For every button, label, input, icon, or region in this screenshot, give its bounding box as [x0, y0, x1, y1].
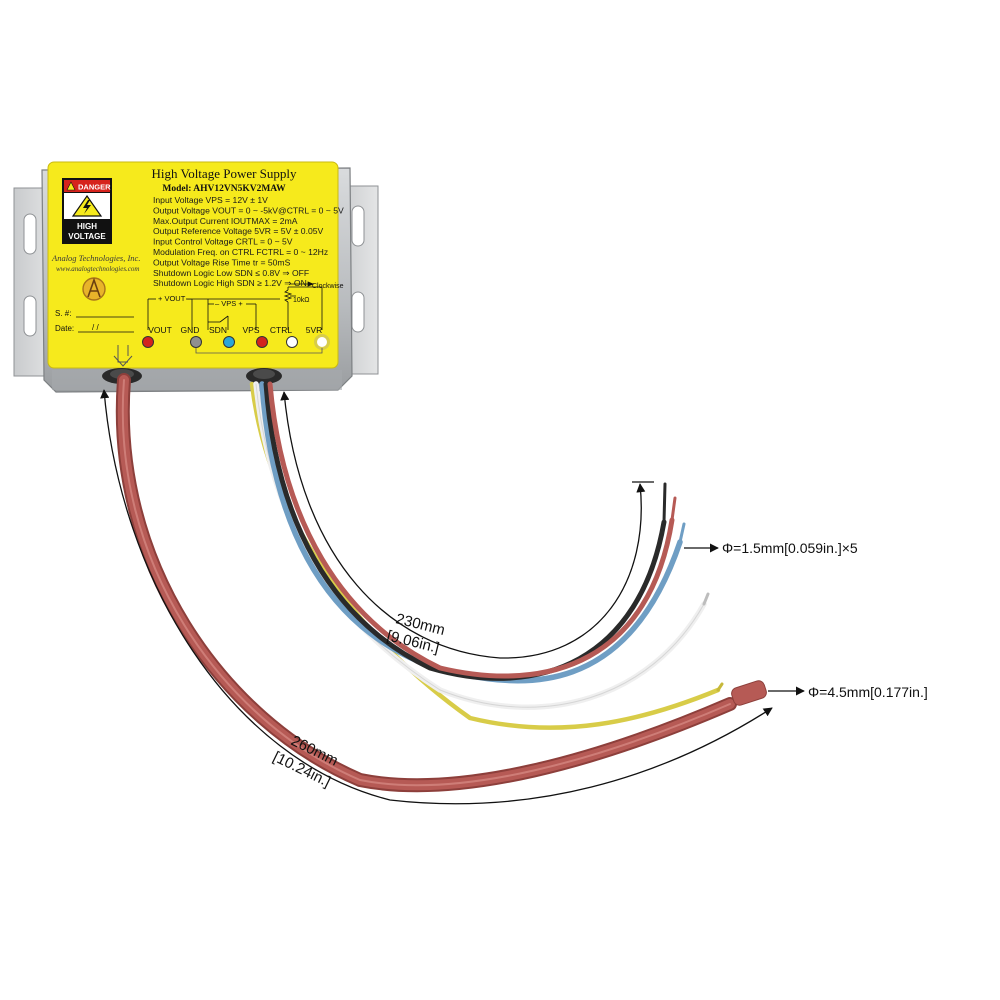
spec-line: Output Reference Voltage 5VR = 5V ± 0.05…	[153, 226, 324, 236]
spec-list: Input Voltage VPS = 12V ± 1V Output Volt…	[153, 195, 344, 288]
label-model: Model: AHV12VN5KV2MAW	[162, 184, 286, 194]
spec-line: Shutdown Logic High SDN ≥ 1.2V ⇒ ON	[153, 278, 307, 288]
high-text: HIGH	[77, 222, 97, 231]
company-website: www.analogtechnologies.com	[56, 265, 139, 273]
spec-line: Input Voltage VPS = 12V ± 1V	[153, 195, 268, 205]
vout-bracket-label: + VOUT –	[158, 294, 192, 303]
terminal-5vr-icon	[314, 334, 330, 350]
label-title: High Voltage Power Supply	[151, 166, 297, 181]
wire-white	[253, 381, 707, 710]
dim-thin-diameter: Φ=1.5mm[0.059in.]×5	[722, 540, 858, 556]
terminal-vout-icon	[142, 336, 154, 348]
date-label: Date:	[55, 324, 74, 333]
vps-bracket-label: – VPS +	[215, 299, 243, 308]
terminal-label-sdn: SDN	[209, 325, 227, 335]
voltage-text: VOLTAGE	[68, 232, 106, 241]
company-logo-icon	[82, 277, 106, 301]
product-label	[47, 161, 339, 369]
wire-black	[263, 381, 667, 681]
terminal-gnd-icon	[190, 336, 202, 348]
thick-output-cable	[115, 373, 767, 793]
terminal-label-5vr: 5VR	[306, 325, 323, 335]
spec-line: Output Voltage VOUT = 0 ~ -5kV@CTRL = 0 …	[153, 205, 344, 215]
clockwise-label: Clockwise	[312, 283, 344, 290]
terminal-label-vps: VPS	[242, 325, 259, 335]
dimension-230mm	[280, 391, 654, 659]
terminal-ctrl-icon	[286, 336, 298, 348]
terminal-sdn-icon	[223, 336, 235, 348]
output-arrow-icon	[117, 345, 129, 363]
danger-text: DANGER	[78, 183, 111, 192]
serial-label: S. #:	[55, 309, 71, 318]
dim-thick-diameter: Φ=4.5mm[0.177in.]	[808, 684, 928, 700]
cable-grommet-right	[246, 368, 282, 384]
terminal-label-gnd: GND	[181, 325, 200, 335]
resistor-label: 10kΩ	[293, 297, 310, 304]
thin-wire-bundle	[249, 381, 724, 730]
spec-line: Modulation Freq. on CTRL FCTRL = 0 ~ 12H…	[153, 247, 328, 257]
terminal-group-bracket	[195, 348, 323, 354]
danger-sign: DANGER HIGH VOLTAGE	[62, 178, 112, 244]
terminal-schematic	[147, 281, 323, 330]
terminal-label-vout: VOUT	[148, 325, 172, 335]
dimension-260mm	[100, 389, 773, 805]
terminal-label-ctrl: CTRL	[270, 325, 292, 335]
spec-line: Input Control Voltage CRTL = 0 ~ 5V	[153, 237, 293, 247]
spec-line: Shutdown Logic Low SDN ≤ 0.8V ⇒ OFF	[153, 268, 309, 278]
spec-line: Max.Output Current IOUTMAX = 2mA	[153, 216, 298, 226]
terminal-row: VOUT GND SDN VPS CTRL 5VR	[142, 325, 330, 350]
terminal-vps-icon	[256, 336, 268, 348]
spec-line: Output Voltage Rise Time tr = 50mS	[153, 257, 291, 267]
company-name: Analog Technologies, Inc.	[51, 253, 140, 263]
date-slashes: / /	[92, 323, 99, 332]
